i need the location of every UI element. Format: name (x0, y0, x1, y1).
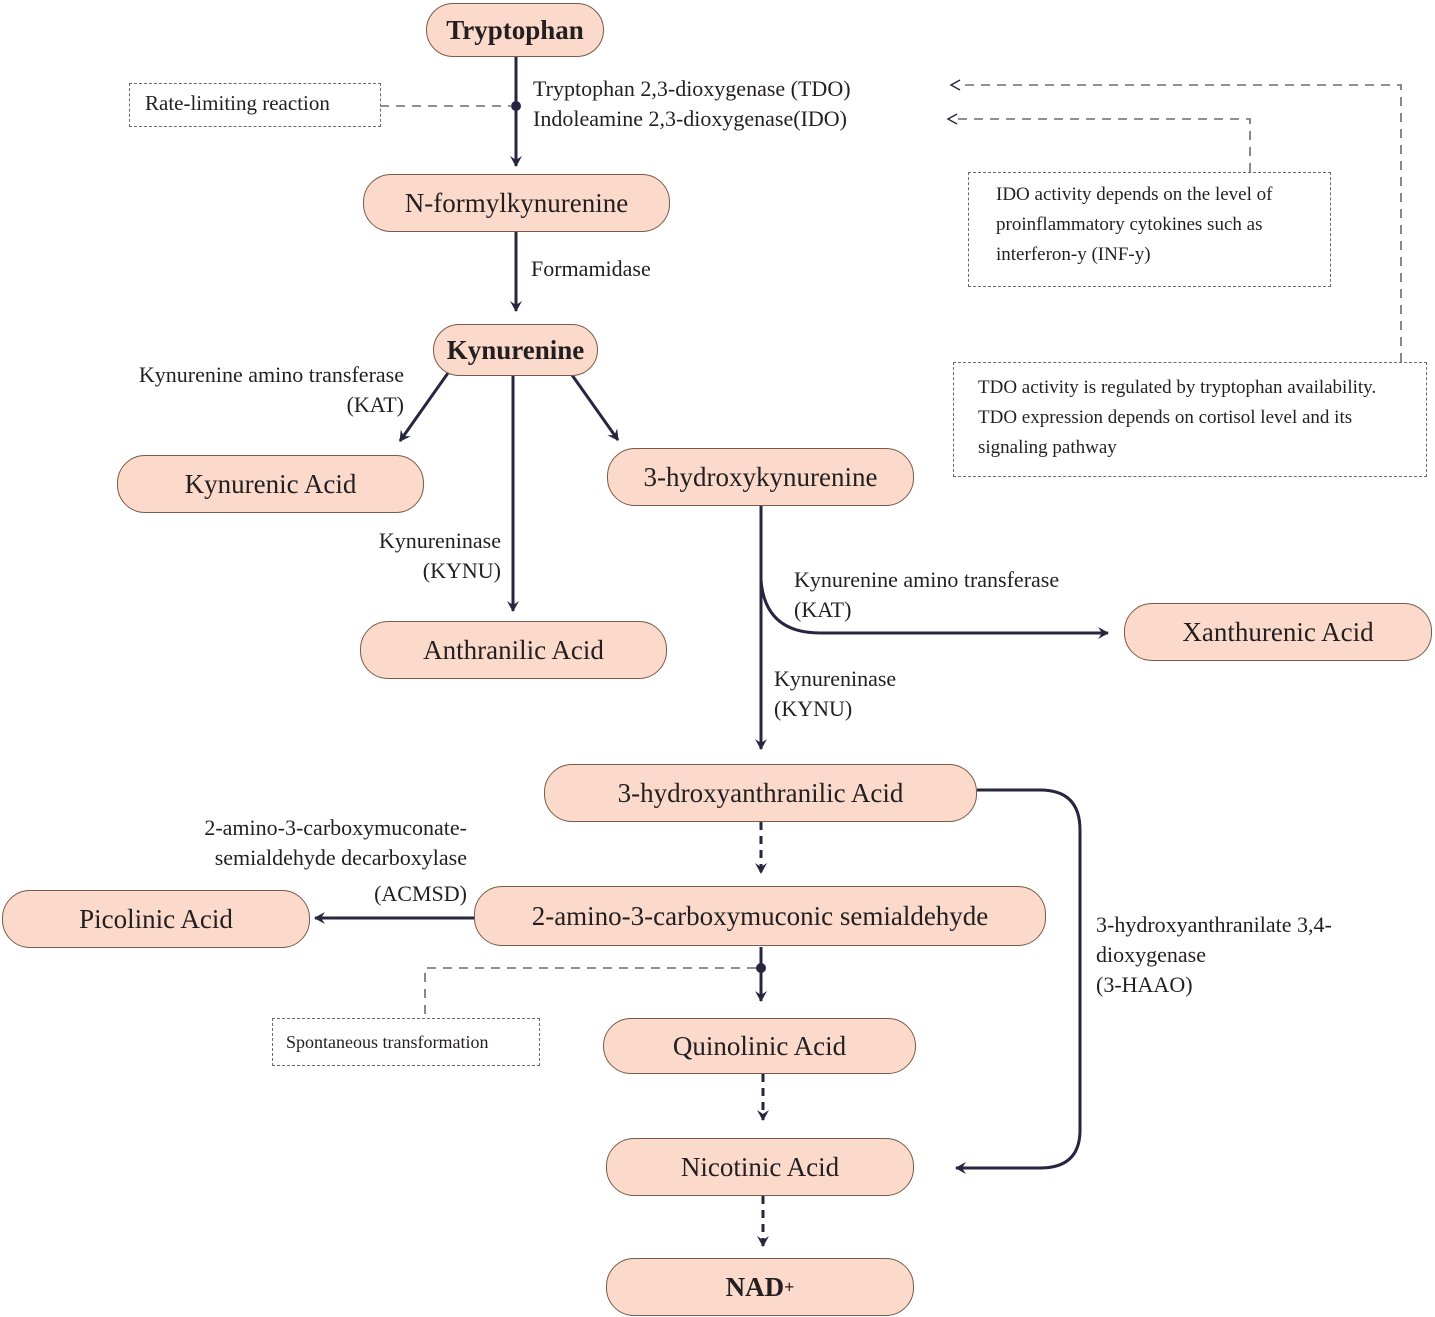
enzyme-3-haao-label: 3-hydroxyanthranilate 3,4- dioxygenase (… (1096, 910, 1332, 1000)
enzyme-3-haao-abbr: (3-HAAO) (1096, 972, 1193, 997)
enzyme-kynu-right-abbr: (KYNU) (774, 696, 853, 721)
arrow-3hk-to-xanthurenic-acid (759, 579, 1109, 639)
enzyme-acmsd-name-line1: 2-amino-3-carboxymuconate- (204, 815, 467, 840)
node-2-amino-3-carboxymuconic-semialdehyde: 2-amino-3-carboxymuconic semialdehyde (474, 886, 1046, 946)
tdo-regulation-note-box: TDO activity is regulated by tryptophan … (953, 362, 1427, 477)
node-quinolinic-acid: Quinolinic Acid (603, 1018, 916, 1074)
spontaneous-dashed-link (424, 967, 756, 1018)
enzyme-acmsd-label: 2-amino-3-carboxymuconate- semialdehyde … (100, 813, 467, 909)
rate-limiting-note-box: Rate-limiting reaction (129, 83, 381, 127)
node-3-hydroxyanthranilic-acid: 3-hydroxyanthranilic Acid (544, 764, 977, 822)
arrow-kynurenine-to-kynurenic-acid (398, 372, 450, 442)
node-nad-plus: NAD+ (606, 1258, 914, 1316)
enzyme-kat-left-label: Kynurenine amino transferase (KAT) (90, 360, 404, 420)
arrow-3haa-to-nicotinic-acid (955, 788, 1082, 1174)
enzyme-tdo-label: Tryptophan 2,3-dioxygenase (TDO) (533, 76, 851, 101)
node-tryptophan: Tryptophan (426, 3, 604, 57)
enzyme-formamidase-label: Formamidase (531, 256, 651, 281)
enzyme-kat-left-abbr: (KAT) (346, 392, 404, 417)
spontaneous-junction-dot (756, 963, 766, 973)
tdo-regulation-note-text: TDO activity is regulated by tryptophan … (978, 377, 1377, 458)
node-anthranilic-acid: Anthranilic Acid (360, 621, 667, 679)
node-picolinic-acid: Picolinic Acid (2, 890, 310, 948)
tdo-regulation-arrowhead-icon (949, 79, 961, 91)
enzyme-kat-right-label: Kynurenine amino transferase (KAT) (794, 565, 1059, 625)
ido-regulation-note-text: IDO activity depends on the level of pro… (996, 184, 1273, 265)
enzyme-3-haao-name-line1: 3-hydroxyanthranilate 3,4- (1096, 912, 1332, 937)
enzyme-kynu-left-label: Kynureninase (KYNU) (340, 526, 501, 586)
enzyme-kat-left-name: Kynurenine amino transferase (138, 362, 404, 387)
ido-regulation-note-box: IDO activity depends on the level of pro… (968, 172, 1331, 287)
enzyme-kynu-right-label: Kynureninase (KYNU) (774, 664, 896, 724)
enzyme-3-haao-name-line2: dioxygenase (1096, 942, 1206, 967)
enzyme-ido-label: Indoleamine 2,3-dioxygenase(IDO) (533, 106, 848, 131)
enzyme-acmsd-name-line2: semialdehyde decarboxylase (214, 845, 467, 870)
enzyme-acmsd-abbr: (ACMSD) (374, 881, 467, 906)
node-kynurenine: Kynurenine (433, 324, 598, 376)
tdo-regulation-dashed-link (958, 84, 1402, 362)
node-n-formylkynurenine: N-formylkynurenine (363, 174, 670, 232)
enzyme-kat-right-name: Kynurenine amino transferase (794, 567, 1060, 592)
node-kynurenic-acid: Kynurenic Acid (117, 455, 424, 513)
node-nicotinic-acid: Nicotinic Acid (606, 1138, 914, 1196)
rate-limiting-junction-dot (511, 101, 521, 111)
enzyme-kat-right-abbr: (KAT) (794, 597, 852, 622)
enzyme-kynu-right-name: Kynureninase (774, 666, 897, 691)
rate-limiting-note-text: Rate-limiting reaction (145, 91, 330, 115)
ido-regulation-arrowhead-icon (946, 113, 958, 125)
enzyme-kynu-left-abbr: (KYNU) (422, 558, 501, 583)
node-3-hydroxykynurenine: 3-hydroxykynurenine (607, 448, 914, 506)
spontaneous-transformation-note-text: Spontaneous transformation (286, 1032, 489, 1052)
spontaneous-transformation-note-box: Spontaneous transformation (272, 1018, 540, 1066)
enzyme-kynu-left-name: Kynureninase (378, 528, 501, 553)
nad-label: NAD (725, 1271, 785, 1302)
node-xanthurenic-acid: Xanthurenic Acid (1124, 603, 1432, 661)
ido-regulation-dashed-link (955, 118, 1251, 172)
arrow-kynurenine-to-3hk (570, 374, 620, 441)
